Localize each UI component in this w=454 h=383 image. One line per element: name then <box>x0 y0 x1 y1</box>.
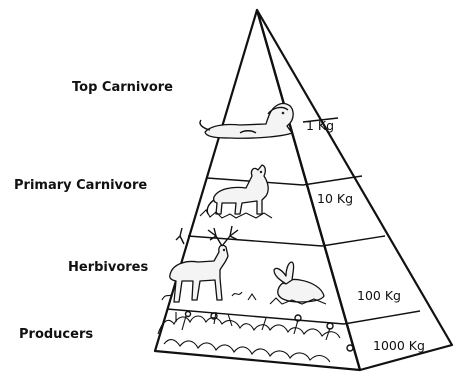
level-label-primary-carnivore: Primary Carnivore <box>14 178 147 193</box>
mass-label-producers: 1000 Kg <box>373 338 425 353</box>
tier-divider-2 <box>188 236 322 246</box>
mass-label-primary-carnivore: 10 Kg <box>317 191 353 206</box>
wolf-illustration <box>200 165 272 218</box>
mass-label-top-carnivore: 1 Kg <box>306 118 334 133</box>
pyramid-ridge <box>257 10 360 370</box>
side-divider-1 <box>303 176 362 185</box>
rabbit-illustration <box>270 262 326 304</box>
side-divider-3 <box>344 311 420 324</box>
side-divider-2 <box>322 236 385 246</box>
level-label-producers: Producers <box>19 327 93 342</box>
level-label-top-carnivore: Top Carnivore <box>72 80 173 95</box>
level-label-herbivores: Herbivores <box>68 260 149 275</box>
pyramid-side-face <box>257 10 452 370</box>
lion-illustration <box>200 104 293 139</box>
mass-label-herbivores: 100 Kg <box>357 288 401 303</box>
tier-divider-3 <box>167 309 344 324</box>
